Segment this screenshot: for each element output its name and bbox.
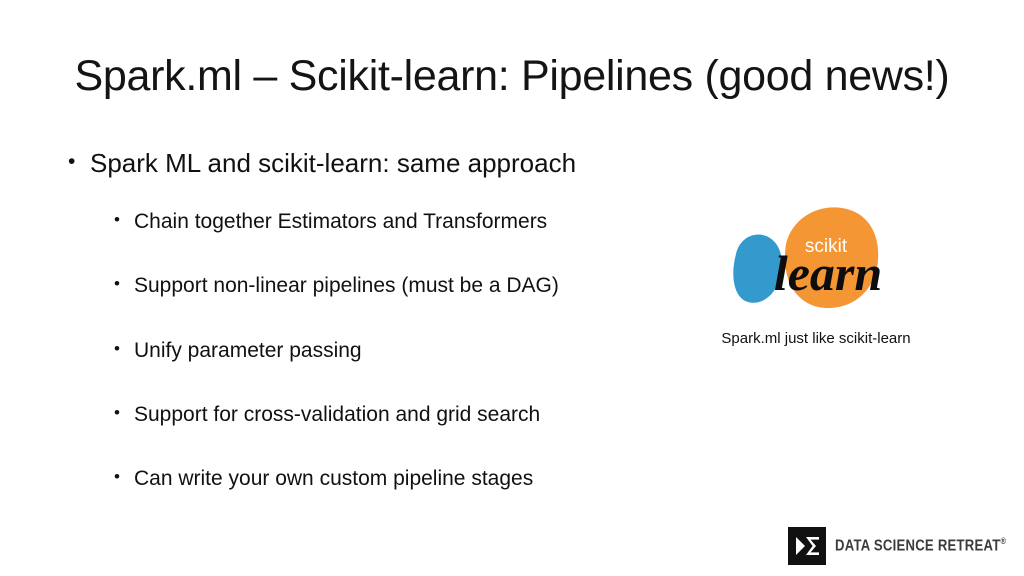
scikit-learn-figure: scikit learn Spark.ml just like scikit-l… bbox=[700, 196, 932, 366]
bullet-level2-text: Can write your own custom pipeline stage… bbox=[134, 466, 534, 490]
bullet-sublist: • Chain together Estimators and Transfor… bbox=[114, 209, 688, 491]
bullet-marker-icon: • bbox=[68, 150, 76, 173]
dsr-mark-icon bbox=[788, 527, 826, 565]
bullet-level2-text: Chain together Estimators and Transforme… bbox=[134, 210, 548, 234]
bullet-level1: • Spark ML and scikit-learn: same approa… bbox=[68, 148, 688, 179]
list-item: • Support for cross-validation and grid … bbox=[114, 402, 688, 427]
bullet-marker-icon: • bbox=[114, 274, 120, 294]
scikit-learn-logo-icon: scikit learn bbox=[733, 207, 882, 308]
bullet-marker-icon: • bbox=[114, 402, 120, 422]
bullet-marker-icon: • bbox=[114, 466, 120, 486]
dsr-wordmark: DATA SCIENCE RETREAT® bbox=[835, 536, 1006, 555]
scikit-word: scikit bbox=[805, 236, 848, 257]
list-item: • Support non-linear pipelines (must be … bbox=[114, 273, 688, 298]
slide-body: • Spark ML and scikit-learn: same approa… bbox=[68, 148, 688, 491]
list-item: • Unify parameter passing bbox=[114, 338, 688, 363]
bullet-level2-text: Support for cross-validation and grid se… bbox=[134, 402, 541, 426]
bullet-level1-text: Spark ML and scikit-learn: same approach bbox=[90, 148, 577, 178]
page-title: Spark.ml – Scikit-learn: Pipelines (good… bbox=[74, 52, 950, 100]
list-item: • Chain together Estimators and Transfor… bbox=[114, 209, 688, 234]
dsr-wordmark-text: DATA SCIENCE RETREAT bbox=[835, 537, 1001, 555]
bullet-marker-icon: • bbox=[114, 210, 120, 230]
registered-mark-icon: ® bbox=[1000, 536, 1007, 546]
list-item: • Can write your own custom pipeline sta… bbox=[114, 466, 688, 491]
bullet-marker-icon: • bbox=[114, 338, 120, 358]
bullet-level2-text: Support non-linear pipelines (must be a … bbox=[134, 274, 559, 298]
learn-word: learn bbox=[774, 245, 882, 301]
bullet-level2-text: Unify parameter passing bbox=[134, 338, 362, 362]
data-science-retreat-logo: DATA SCIENCE RETREAT® bbox=[788, 527, 1006, 567]
scikit-learn-caption: Spark.ml just like scikit-learn bbox=[721, 330, 911, 347]
